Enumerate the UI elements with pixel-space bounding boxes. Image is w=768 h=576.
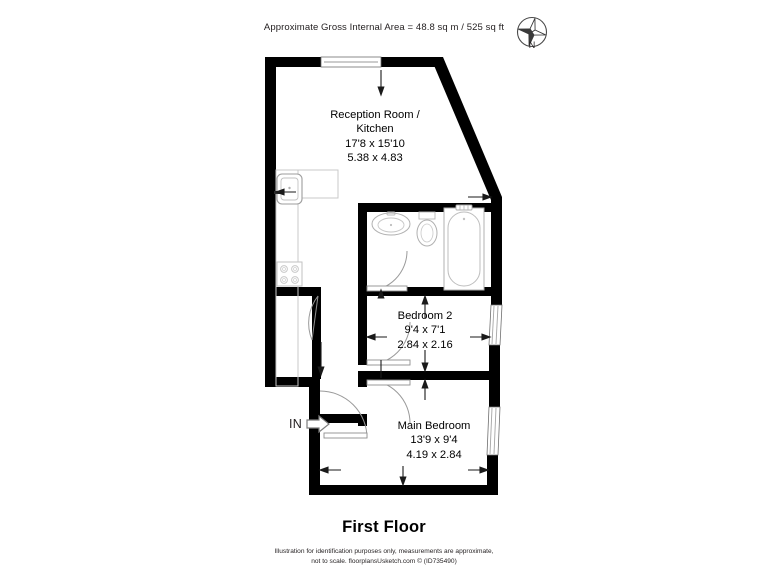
doors: [308, 250, 411, 439]
dimension-arrows: [274, 70, 493, 487]
outer-walls: [265, 57, 502, 495]
arrow-right-icon: [306, 414, 330, 434]
window-top: [320, 56, 382, 68]
door-bedroom-2: [366, 321, 411, 366]
kitchen-sink-icon: [274, 173, 303, 205]
floor-title: First Floor: [342, 518, 426, 536]
entrance-in-label: IN: [289, 417, 303, 431]
room-dim-imperial: 13'9 x 9'4: [410, 434, 458, 447]
door-bathroom: [366, 250, 408, 292]
gross-internal-area-note: Approximate Gross Internal Area = 48.8 s…: [263, 22, 505, 33]
cooker-hob-icon: [276, 261, 303, 287]
compass-north-label: N: [528, 40, 536, 50]
disclaimer-line-2: not to scale. floorplansUsketch.com © (I…: [311, 557, 457, 565]
room-label-reception-kitchen: Reception Room / Kitchen 17'8 x 15'10 5.…: [318, 108, 432, 165]
room-dim-metric: 2.84 x 2.16: [397, 338, 453, 351]
room-dim-metric: 5.38 x 4.83: [347, 151, 403, 164]
door-entrance: [319, 390, 368, 439]
room-name-line1: Bedroom 2: [397, 310, 453, 322]
room-name-line1: Reception Room /: [330, 109, 420, 121]
footer-disclaimer: Illustration for identification purposes…: [0, 547, 768, 567]
window-right-upper: [488, 304, 503, 346]
compass-rose-icon: [508, 12, 556, 64]
room-dim-imperial: 17'8 x 15'10: [345, 137, 405, 150]
room-name-line2: Kitchen: [356, 123, 394, 136]
room-dim-metric: 4.19 x 2.84: [406, 448, 462, 461]
room-label-bedroom-2: Bedroom 2 9'4 x 7'1 2.84 x 2.16: [371, 309, 479, 352]
bathtub-icon: [443, 204, 485, 291]
door-main-bedroom: [366, 379, 411, 424]
door-cupboard: [308, 295, 319, 341]
wash-basin-icon: [371, 211, 411, 236]
room-dim-imperial: 9'4 x 7'1: [404, 324, 446, 337]
windows: [320, 56, 503, 456]
disclaimer-line-1: Illustration for identification purposes…: [274, 548, 494, 555]
room-name-line1: Main Bedroom: [397, 420, 471, 432]
toilet-icon: [416, 211, 438, 247]
window-right-lower: [486, 406, 501, 456]
room-label-main-bedroom: Main Bedroom 13'9 x 9'4 4.19 x 2.84: [376, 419, 492, 462]
